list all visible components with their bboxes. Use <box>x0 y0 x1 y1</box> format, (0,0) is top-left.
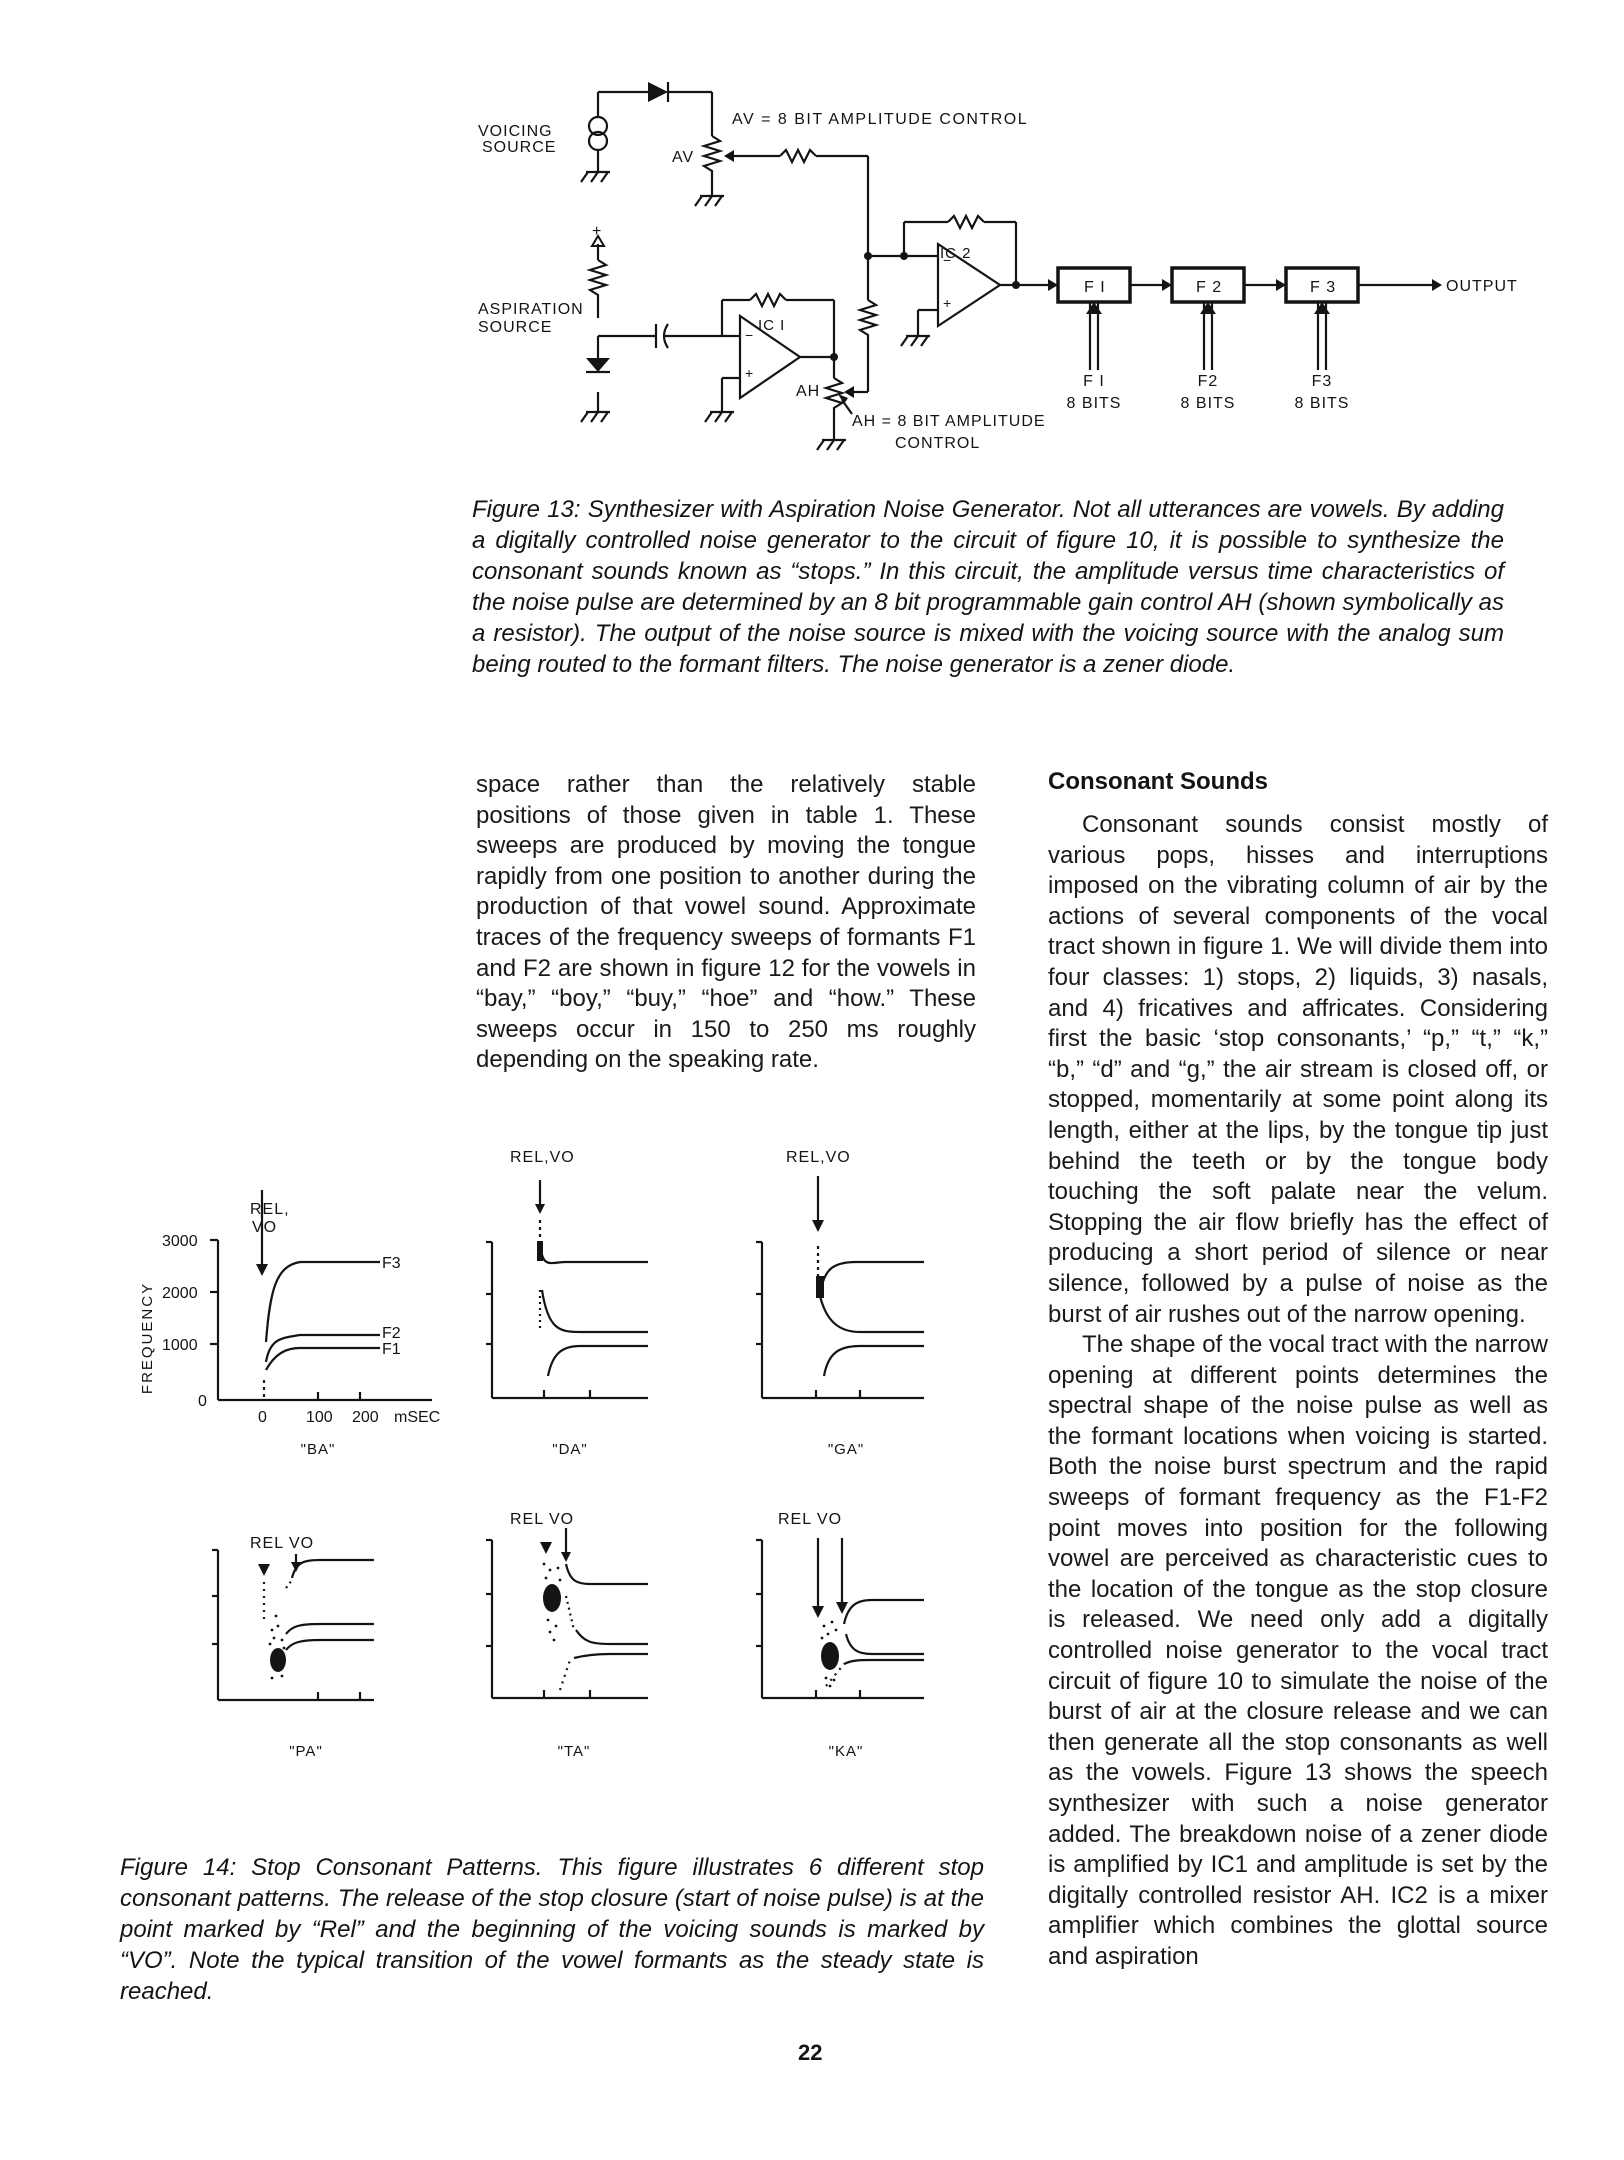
ytick-2000: 2000 <box>162 1285 198 1302</box>
ba-marker: REL,VO <box>250 1201 290 1236</box>
ta-marker: REL VO <box>510 1511 574 1528</box>
plus-sign: + <box>592 223 601 240</box>
figure-14-patterns: FREQUENCY 3000 2000 1000 0 0 100 200 mSE… <box>139 1149 924 1760</box>
curve-label-f3: F3 <box>382 1255 401 1272</box>
column-1-paragraph: space rather than the relatively stable … <box>476 771 976 1074</box>
noise-dots-pa <box>268 1614 286 1680</box>
ic1-minus: − <box>745 327 753 343</box>
pa-label: "PA" <box>289 1743 323 1760</box>
ic1-plus: + <box>745 365 753 381</box>
ytick-1000: 1000 <box>162 1337 198 1354</box>
curve-label-f2: F2 <box>382 1325 401 1342</box>
xtick-200: 200 <box>352 1409 379 1426</box>
xtick-100: 100 <box>306 1409 333 1426</box>
column-2-text: Consonant sounds consist mostly of vario… <box>1048 810 1548 1973</box>
curve-label-f1: F1 <box>382 1341 401 1358</box>
ka-marker: REL VO <box>778 1511 842 1528</box>
ba-label: "BA" <box>301 1441 336 1458</box>
column-1-text: space rather than the relatively stable … <box>476 770 976 1076</box>
figure-14-caption: Figure 14: Stop Consonant Patterns. This… <box>120 1854 984 2005</box>
column-2-paragraph-1: Consonant sounds consist mostly of vario… <box>1048 811 1548 1328</box>
figure-13-caption: Figure 13: Synthesizer with Aspiration N… <box>472 496 1504 678</box>
noise-dots-ka <box>820 1620 838 1688</box>
ga-marker: REL,VO <box>786 1149 851 1166</box>
pa-marker: REL VO <box>250 1535 314 1552</box>
noise-dots-ta <box>542 1562 562 1642</box>
xtick-0: 0 <box>258 1409 267 1426</box>
av-control-label: AV = 8 BIT AMPLITUDE CONTROL <box>732 111 1028 128</box>
xtick-unit: mSEC <box>394 1409 440 1426</box>
page-number: 22 <box>798 2040 823 2065</box>
filter-f1-label: F I <box>1084 279 1106 296</box>
ytick-3000: 3000 <box>162 1233 198 1250</box>
ic2-minus: − <box>943 252 951 268</box>
ah-label: AH <box>796 383 820 400</box>
ic1-label: IC I <box>758 317 785 334</box>
da-marker: REL,VO <box>510 1149 575 1166</box>
filter-f3-label: F 3 <box>1310 279 1336 296</box>
ka-label: "KA" <box>829 1743 864 1760</box>
consonant-sounds-heading: Consonant Sounds <box>1048 768 1268 795</box>
ic2-plus: + <box>943 295 951 311</box>
av-label: AV <box>672 149 694 166</box>
ic2-label: IC 2 <box>940 245 972 262</box>
output-label: OUTPUT <box>1446 278 1518 295</box>
da-label: "DA" <box>552 1441 588 1458</box>
ta-label: "TA" <box>558 1743 591 1760</box>
column-2-paragraph-2: The shape of the vocal tract with the na… <box>1048 1331 1548 1970</box>
filter-f2-label: F 2 <box>1196 279 1222 296</box>
ga-label: "GA" <box>828 1441 864 1458</box>
frequency-axis-label: FREQUENCY <box>139 1282 156 1394</box>
ytick-0: 0 <box>198 1393 207 1410</box>
